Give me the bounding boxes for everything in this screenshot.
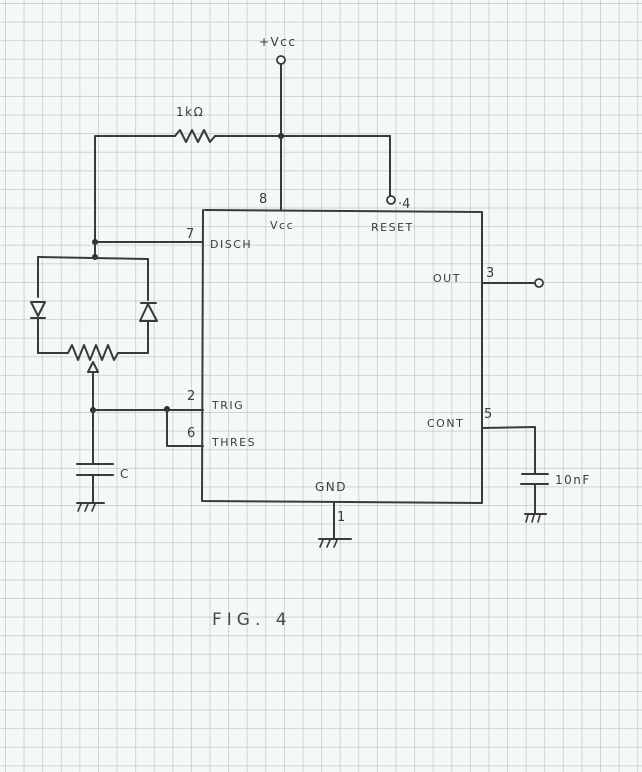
ground-ic-hatch <box>326 539 331 548</box>
ground-ic-hatch <box>333 539 338 548</box>
diode-right-triangle <box>139 303 158 322</box>
ground-ic <box>318 502 352 548</box>
potentiometer-symbol <box>67 344 119 361</box>
ground-cont-hatch <box>525 514 529 523</box>
pin-4-number: ·4 <box>398 197 410 212</box>
network-top-wire <box>37 256 149 260</box>
ground-ic-icon <box>318 538 352 548</box>
vcc-supply-label: +Vcc <box>259 35 296 49</box>
cont-wire <box>481 426 536 471</box>
diode-left-triangle <box>30 301 46 317</box>
ground-c-hatch <box>84 503 89 512</box>
pin-8-number: 8 <box>259 192 267 207</box>
pot-wiper-arrow-icon <box>87 361 99 373</box>
pin-3-name: OUT <box>433 272 461 285</box>
ground-cont-hatch <box>537 514 541 523</box>
cap-c-label: C <box>120 467 130 481</box>
pin-5-name: CONT <box>427 417 464 430</box>
output <box>481 278 544 288</box>
pin-1-name: GND <box>315 480 347 494</box>
thres-wire <box>166 408 204 447</box>
vcc-supply: +Vcc <box>259 35 296 136</box>
disch-left-wire <box>94 135 176 243</box>
pin-7-name: DISCH <box>210 238 252 251</box>
timer-ic: 8 Vcc ·4 RESET 7 DISCH 3 OUT 2 TRIG 6 TH… <box>186 192 494 525</box>
control-network: 10nF <box>481 426 591 523</box>
resistor-1k-label: 1kΩ <box>176 105 204 119</box>
pin-7-number: 7 <box>186 227 194 242</box>
pin-6-number: 6 <box>187 426 195 441</box>
pin-2-number: 2 <box>187 389 195 404</box>
cap-10nf-label: 10nF <box>555 473 591 487</box>
pin-8-name: Vcc <box>270 219 294 232</box>
diode-right-icon <box>139 302 158 322</box>
ic-body <box>201 209 483 504</box>
top-rail: 1kΩ <box>94 105 396 243</box>
ground-c-icon <box>76 502 105 512</box>
pin-3-number: 3 <box>486 266 494 281</box>
pin-6-name: THRES <box>211 436 256 449</box>
diode-left-icon <box>30 301 46 319</box>
vcc-terminal <box>276 55 286 65</box>
figure-caption: FIG. 4 <box>212 610 292 630</box>
ground-cont-hatch <box>531 514 535 523</box>
ground-c-hatch <box>77 503 82 512</box>
pin-4-name: RESET <box>371 221 414 234</box>
pin-1-number: 1 <box>337 510 345 525</box>
reset-terminal <box>386 195 396 205</box>
pin-5-number: 5 <box>484 407 492 422</box>
ground-c-hatch <box>91 503 96 512</box>
ground-cont-icon <box>524 513 547 523</box>
out-terminal <box>534 278 544 288</box>
ground-ic-hatch <box>319 539 324 548</box>
pin-2-name: TRIG <box>211 399 244 412</box>
resistor-1k-symbol <box>174 129 216 143</box>
timing-network: C <box>30 239 204 512</box>
